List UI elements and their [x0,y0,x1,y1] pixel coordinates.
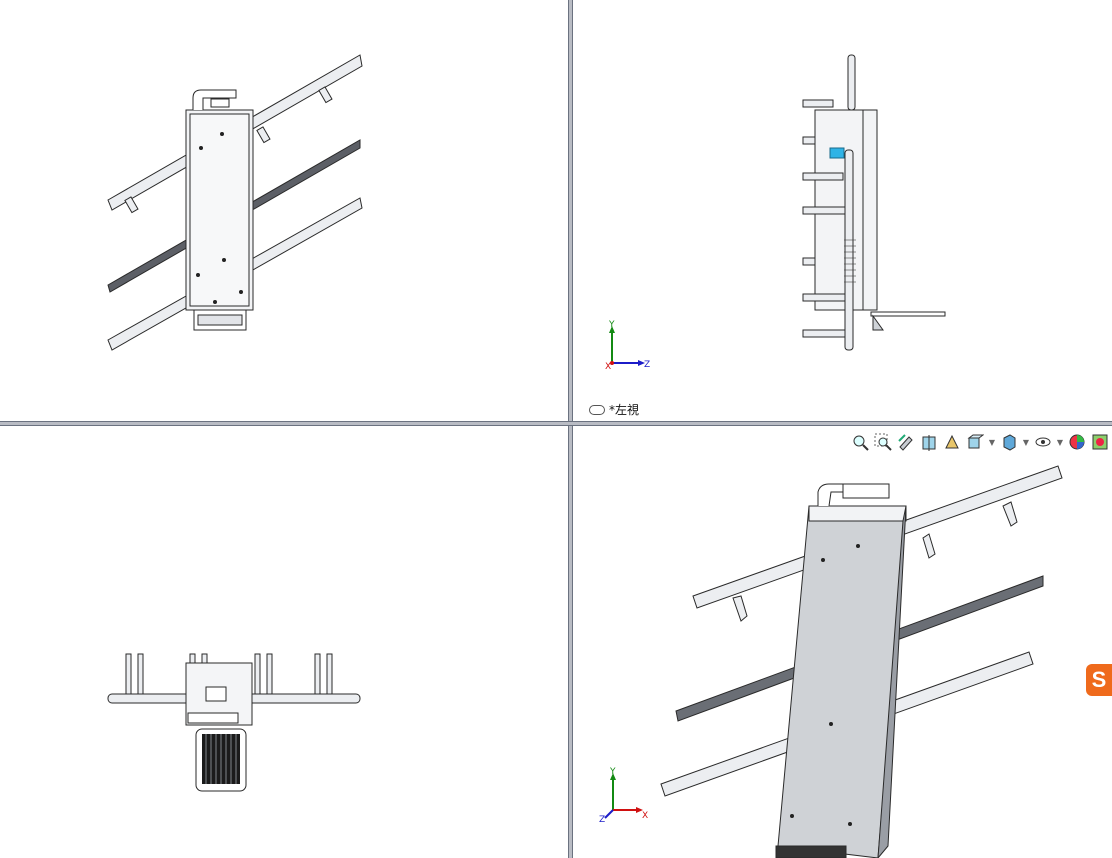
viewport-left[interactable]: Y Z X *左視 [573,0,1112,421]
post-pair [314,653,321,695]
chevron-down-icon[interactable]: ▼ [1022,437,1030,447]
bracket-arm [802,257,816,266]
viewport-splitter-vertical[interactable] [568,0,573,858]
dynamic-annotation-icon[interactable] [942,432,962,452]
base-plate [870,311,946,317]
post-pair [137,653,144,695]
cabinet-iso [775,483,907,858]
view-orientation-icon[interactable] [965,432,985,452]
heat-pipe [844,149,854,351]
apply-scene-icon[interactable] [1090,432,1110,452]
edit-appearance-icon[interactable] [1067,432,1087,452]
axis-y-label: Y [609,767,616,777]
view-name-label[interactable]: *左視 [589,401,639,418]
selected-component [829,147,845,159]
bracket-arm [802,172,844,181]
axis-x-label: X [642,811,648,821]
viewport-top[interactable] [0,426,568,858]
isometric-view-drawing: Y X Z [599,465,1063,858]
post-pair [125,653,132,695]
heatsink [775,845,847,858]
bracket-post [318,86,333,104]
post-pair [266,653,273,695]
front-view-drawing [107,54,363,351]
link-icon [589,404,605,415]
axis-triad: Y Z X [605,320,650,372]
axis-x-label: X [605,362,611,372]
view-name-text: *左視 [609,403,640,417]
axis-triad: Y X Z [599,767,648,825]
bracket [1002,501,1018,527]
bracket-arm [802,99,834,108]
top-view-drawing [107,653,361,792]
post-pair [326,653,333,695]
previous-view-icon[interactable] [896,432,916,452]
bracket-post [124,196,139,214]
vertical-pipe [847,54,856,111]
display-style-icon[interactable] [999,432,1019,452]
zoom-to-fit-icon[interactable] [850,432,870,452]
post-pair [254,653,261,695]
chevron-down-icon[interactable]: ▼ [1056,437,1064,447]
axis-z-label: Z [599,815,605,825]
viewport-isometric[interactable]: Y X Z ▼ ▼ ▼ [573,426,1112,858]
hide-show-items-icon[interactable] [1033,432,1053,452]
brand-logo: S [1086,664,1112,696]
viewport-splitter-horizontal[interactable] [0,421,1112,426]
left-view-drawing: Y Z X [605,54,946,372]
axis-z-label: Z [644,360,650,370]
chevron-down-icon[interactable]: ▼ [988,437,996,447]
section-view-icon[interactable] [919,432,939,452]
bracket [922,533,936,559]
cabinet-front [185,89,254,331]
bracket [732,595,748,622]
zoom-to-area-icon[interactable] [873,432,893,452]
viewport-front[interactable] [0,0,568,421]
bracket-arm [802,136,816,145]
bracket-post [256,126,271,144]
axis-y-label: Y [608,320,615,330]
heads-up-view-toolbar: ▼ ▼ ▼ [850,430,1110,454]
